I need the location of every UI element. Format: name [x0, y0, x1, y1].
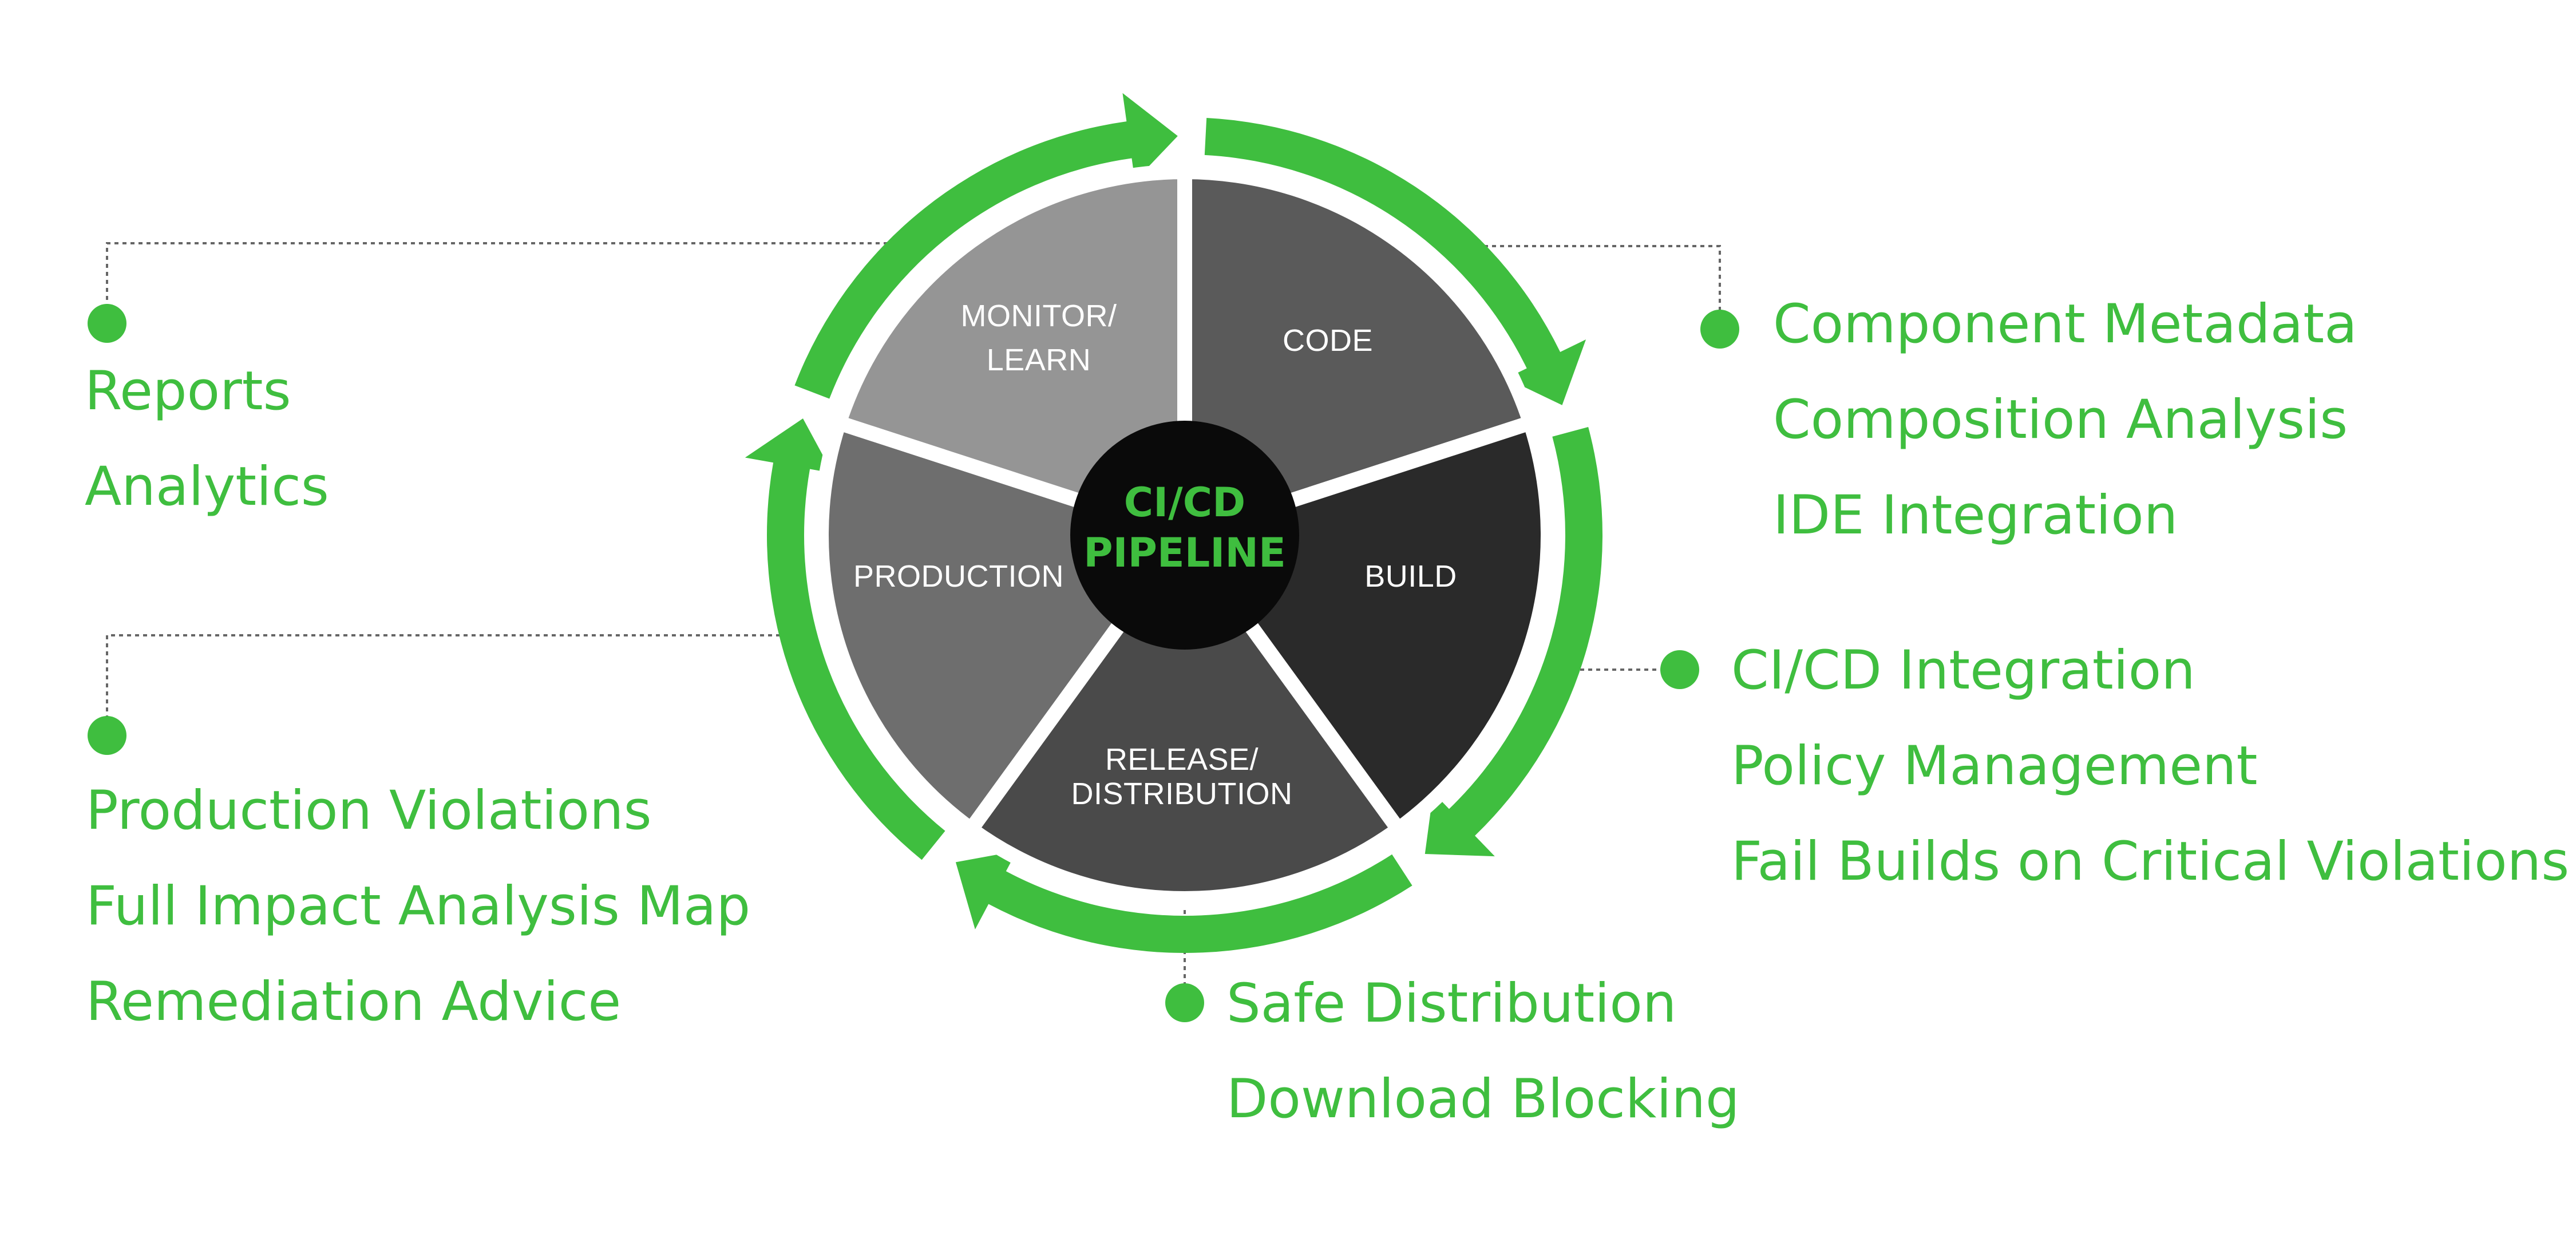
callout-features: Reports Analytics Component Metadata Com…	[85, 293, 2569, 1130]
leader-line-monitor	[106, 242, 896, 323]
stage-label-production: PRODUCTION	[853, 559, 1064, 594]
stage-label-release-line2: DISTRIBUTION	[1071, 777, 1292, 811]
bullet-production	[88, 716, 126, 755]
bullet-build	[1660, 650, 1699, 689]
stage-label-release-line1: RELEASE/	[1105, 742, 1259, 777]
callout-bullets	[88, 304, 1739, 1022]
feature-item: Reports	[85, 360, 291, 422]
feature-item: Download Blocking	[1226, 1068, 1740, 1130]
stage-label-code: CODE	[1283, 323, 1373, 358]
feature-item: Remediation Advice	[86, 971, 621, 1033]
stage-label-build: BUILD	[1364, 559, 1457, 594]
hub-circle	[1070, 421, 1299, 650]
segment-monitor	[829, 164, 1192, 545]
feature-item: Fail Builds on Critical Violations	[1731, 830, 2569, 893]
feature-item: Production Violations	[86, 780, 652, 842]
cycle-arrow-monitor	[794, 93, 1178, 399]
cycle-arrow-code	[1204, 118, 1586, 405]
feature-item: CI/CD Integration	[1731, 639, 2195, 702]
pipeline-hub: CI/CD PIPELINE	[1070, 421, 1299, 650]
feature-item: Analytics	[85, 456, 329, 518]
feature-item: Policy Management	[1731, 735, 2257, 797]
segment-release	[960, 522, 1409, 906]
leader-line-code	[1468, 245, 1721, 326]
cycle-arrow-build	[1424, 427, 1603, 857]
feature-item: Component Metadata	[1773, 293, 2357, 355]
leader-line-production	[106, 634, 804, 735]
cycle-arrow-production	[745, 418, 945, 860]
stage-label-monitor-line1: MONITOR/	[961, 299, 1117, 333]
feature-item: Full Impact Analysis Map	[86, 875, 750, 938]
cycle-arrow-release	[955, 851, 1412, 953]
hub-title-line2: PIPELINE	[1083, 529, 1286, 576]
bullet-code	[1700, 310, 1739, 349]
hub-title-line1: CI/CD	[1124, 479, 1245, 526]
segment-labels: CODE BUILD RELEASE/ DISTRIBUTION PRODUCT…	[853, 299, 1457, 811]
cycle-ring	[745, 93, 1603, 953]
feature-item: Safe Distribution	[1226, 972, 1676, 1035]
stage-label-monitor-line2: LEARN	[987, 343, 1091, 377]
bullet-monitor	[88, 304, 126, 343]
feature-item: IDE Integration	[1773, 484, 2178, 547]
bullet-release	[1165, 983, 1204, 1022]
feature-item: Composition Analysis	[1773, 389, 2348, 451]
